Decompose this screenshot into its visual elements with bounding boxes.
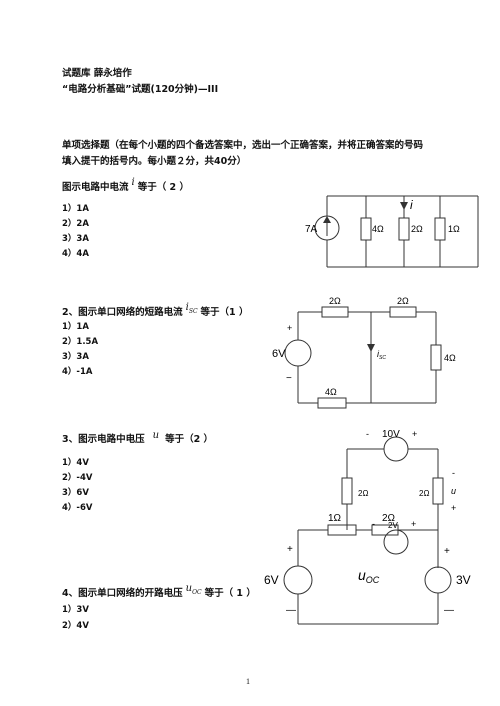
q4-stem-post: 等于（ 1 ） xyxy=(204,588,256,599)
q2-source-minus: − xyxy=(286,373,292,384)
q4-mid-v-label: 2V xyxy=(388,521,398,530)
q1-source-arrow-icon xyxy=(323,216,331,223)
q1-r2-label: 2Ω xyxy=(411,224,423,234)
q3-option-4: 4）-6V xyxy=(62,503,93,513)
q1-option-1: 1）1A xyxy=(62,204,89,214)
q4-mid-minus: - xyxy=(372,519,375,529)
q3-u-label: u xyxy=(451,486,456,496)
q3-option-3: 3）6V xyxy=(62,488,89,498)
q1-stem-post: 等于（ 2 ） xyxy=(137,182,189,193)
q1-current-label: i xyxy=(410,198,413,212)
q1-source-label: 7A xyxy=(305,224,318,235)
q4-stem-pre: 4、图示单口网络的开路电压 xyxy=(62,588,183,599)
q2-source-plus: + xyxy=(287,323,292,333)
q2-option-3: 3）3A xyxy=(62,352,89,362)
q2-isc-var: i xyxy=(377,349,380,359)
q3-u-minus: - xyxy=(452,468,455,478)
q1-option-2: 2）2A xyxy=(62,219,89,229)
q3-option-2: 2）-4V xyxy=(62,473,93,483)
q4-right-source-label: 3V xyxy=(456,573,471,587)
q3-stem: 3、图示电路中电压 u 等于（2 ） xyxy=(62,430,213,446)
q3-u-plus: + xyxy=(451,503,456,513)
q2-option-4: 4）-1A xyxy=(62,367,93,377)
q2-stem-pre: 2、图示单口网络的短路电流 xyxy=(62,307,183,318)
q3-option-1: 1）4V xyxy=(62,458,89,468)
q1-stem-pre: 图示电路中电流 xyxy=(62,182,129,193)
q1-option-4: 4）4A xyxy=(62,249,89,259)
q4-option-1: 1）3V xyxy=(62,605,89,615)
q2-isc-arrow-icon xyxy=(367,344,375,352)
q2-variable-subscript: SC xyxy=(188,308,198,315)
q4-right-voltage-source-icon xyxy=(424,566,452,594)
q2-option-1: 1）1A xyxy=(62,322,89,332)
q4-left-voltage-source-icon xyxy=(283,565,313,595)
q4-uoc-sub: OC xyxy=(366,575,380,585)
q2-r-top1-label: 2Ω xyxy=(329,296,341,306)
q2-option-2: 2）1.5A xyxy=(62,337,99,347)
q4-uoc-label: uOC xyxy=(358,567,380,585)
q2-stem-post: 等于（1 ） xyxy=(200,307,249,318)
q2-r-right-label: 4Ω xyxy=(444,353,456,363)
q2-source-label: 6V xyxy=(272,348,286,360)
q4-right-plus: + xyxy=(444,546,450,557)
q4-left-source-label: 6V xyxy=(264,573,279,587)
q3-variable: u xyxy=(152,430,160,441)
q3-top-source-label: 10V xyxy=(382,429,400,440)
header-author: 试题库 薛永培作 xyxy=(62,68,132,79)
q3-r-left-label: 2Ω xyxy=(358,489,368,498)
q4-variable: u xyxy=(185,583,193,594)
q4-left-plus: + xyxy=(287,544,293,555)
section-instruction-line2: 填入提干的括号内。每小题２分，共40分） xyxy=(62,156,247,167)
q1-r1-label: 4Ω xyxy=(372,224,384,234)
q4-mid-plus: + xyxy=(411,519,416,529)
q4-r-top-label: 1Ω xyxy=(328,513,342,524)
page-number: 1 xyxy=(246,677,250,686)
q3-top-plus: + xyxy=(412,429,417,439)
q4-mid-voltage-source-icon xyxy=(383,529,409,555)
q2-r-bottom-label: 4Ω xyxy=(325,387,337,397)
q4-left-minus: — xyxy=(286,605,296,616)
header-title: “电路分析基础”试题(120分钟)—III xyxy=(62,84,219,95)
q3-stem-post: 等于（2 ） xyxy=(165,434,213,445)
q3-r-right-label: 2Ω xyxy=(419,489,429,498)
q4-uoc-var: u xyxy=(358,567,366,583)
q1-option-3: 3）3A xyxy=(62,234,89,244)
q3-top-voltage-source-icon xyxy=(383,436,409,462)
q1-current-arrow-icon xyxy=(400,202,408,210)
q1-r3-label: 1Ω xyxy=(448,224,460,234)
q3-top-minus: - xyxy=(366,429,369,439)
q2-isc-label: iSC xyxy=(377,349,386,361)
q1-variable: i xyxy=(131,177,135,188)
q4-mid-r-label: 2Ω xyxy=(382,513,396,524)
q3-stem-pre: 3、图示电路中电压 xyxy=(62,434,145,445)
q2-r-top2-label: 2Ω xyxy=(397,296,409,306)
q4-right-minus: — xyxy=(444,605,454,616)
q2-variable: i xyxy=(185,302,189,313)
q4-variable-subscript: OC xyxy=(192,589,202,596)
q2-isc-sub: SC xyxy=(379,355,386,361)
q4-option-2: 2）4V xyxy=(62,621,89,631)
section-instruction-line1: 单项选择题（在每个小题的四个备选答案中，选出一个正确答案，并将正确答案的号码 xyxy=(62,140,424,151)
